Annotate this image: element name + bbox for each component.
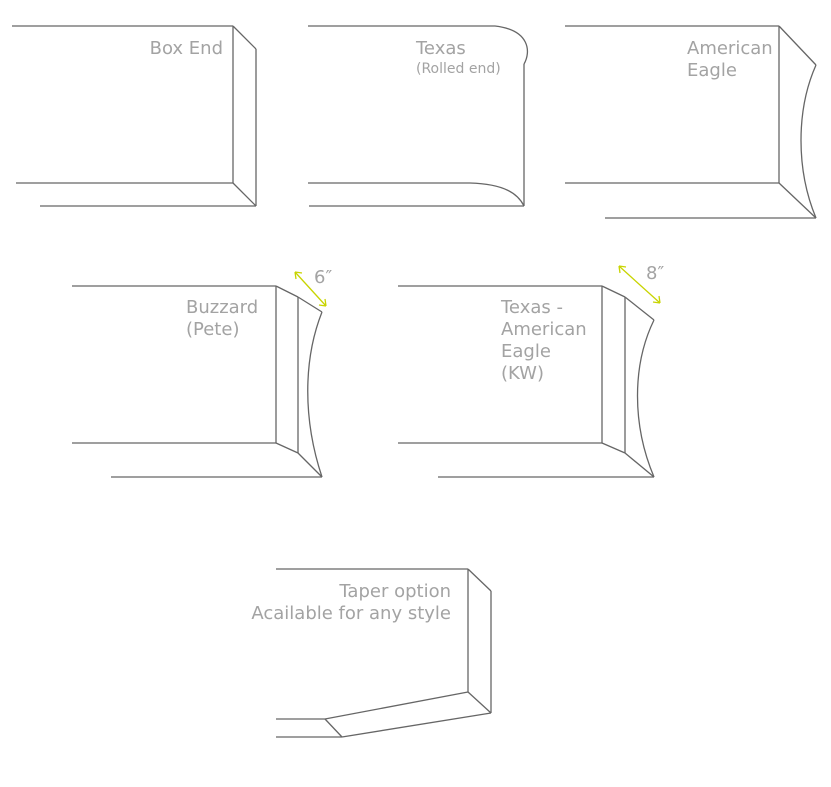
taper-bevel-bottom xyxy=(467,691,492,714)
texas-american-eagle-dimension-label: 8″ xyxy=(646,263,665,284)
american-eagle-name-line1: American xyxy=(687,38,773,59)
taper-line2: Acailable for any style xyxy=(251,603,451,624)
buzzard-name-line2: (Pete) xyxy=(186,319,240,340)
taper-line1: Taper option xyxy=(339,581,451,602)
kw-name-line2: American xyxy=(501,319,587,340)
box-end-bevel-bottom xyxy=(232,182,257,207)
buzzard-dimension-arrow xyxy=(294,271,327,307)
american-eagle-curved-end xyxy=(800,64,817,219)
taper-break-line xyxy=(324,718,343,738)
box-end-bevel-top xyxy=(232,25,257,50)
american-eagle-name-line2: Eagle xyxy=(687,60,737,81)
kw-curved-end xyxy=(636,319,655,478)
buzzard-label: Buzzard (Pete) xyxy=(186,297,258,341)
american-eagle-profile xyxy=(565,25,817,219)
taper-bevel-top xyxy=(467,568,492,592)
kw-bevel-top-2 xyxy=(624,296,655,321)
kw-bevel-top-1 xyxy=(601,285,626,298)
box-end-profile xyxy=(12,25,257,207)
buzzard-curved-end xyxy=(307,311,323,478)
kw-name-line1: Texas - xyxy=(501,297,563,318)
texas-top-edge xyxy=(308,25,529,65)
american-eagle-bevel-bottom xyxy=(778,182,817,219)
kw-name-line3: Eagle xyxy=(501,341,551,362)
american-eagle-label: American Eagle xyxy=(687,38,773,82)
buzzard-bevel-top-1 xyxy=(275,285,299,298)
texas-note: (Rolled end) xyxy=(416,61,501,77)
taper-upper-sloped-edge xyxy=(276,691,469,720)
buzzard-dimension-label: 6″ xyxy=(314,267,333,288)
buzzard-bevel-bottom-2 xyxy=(297,452,323,478)
buzzard-name-line1: Buzzard xyxy=(186,297,259,318)
kw-name-line4: (KW) xyxy=(501,363,545,384)
box-end-label: Box End xyxy=(150,38,223,60)
texas-american-eagle-dimension-arrow xyxy=(618,265,661,304)
texas-label: Texas (Rolled end) xyxy=(416,38,501,78)
kw-bevel-bottom-2 xyxy=(624,452,655,478)
texas-upper-bottom xyxy=(308,182,525,207)
taper-lower-sloped-edge xyxy=(341,712,492,738)
buzzard-bevel-top-2 xyxy=(297,296,323,313)
buzzard-profile xyxy=(72,285,323,478)
american-eagle-bevel-top xyxy=(778,25,817,66)
taper-label: Taper option Acailable for any style xyxy=(251,581,451,625)
kw-bevel-bottom-1 xyxy=(601,442,626,454)
texas-american-eagle-profile xyxy=(398,285,655,478)
box-end-name: Box End xyxy=(149,38,223,59)
buzzard-bevel-bottom-1 xyxy=(275,442,299,454)
texas-name: Texas xyxy=(416,38,466,59)
texas-american-eagle-label: Texas - American Eagle (KW) xyxy=(501,297,587,385)
taper-profile xyxy=(276,568,492,738)
texas-profile xyxy=(308,25,529,207)
